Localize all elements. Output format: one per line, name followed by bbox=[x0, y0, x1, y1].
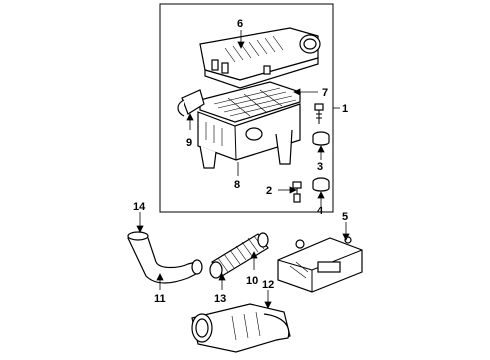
callout-13: 13 bbox=[214, 293, 226, 305]
callout-8: 8 bbox=[234, 179, 240, 191]
air-cleaner-cover bbox=[199, 27, 321, 89]
callout-7: 7 bbox=[322, 87, 328, 99]
inlet-hose bbox=[127, 231, 203, 284]
callout-2: 2 bbox=[266, 185, 272, 197]
callout-12: 12 bbox=[262, 279, 274, 291]
grommet-lower bbox=[312, 177, 330, 192]
corrugated-hose bbox=[209, 232, 269, 279]
leader-lines bbox=[136, 30, 350, 309]
callout-10: 10 bbox=[246, 275, 258, 287]
grommet-upper bbox=[312, 131, 330, 146]
mounting-stud bbox=[292, 181, 302, 203]
callout-9: 9 bbox=[186, 137, 192, 149]
throttle-body-adapter bbox=[191, 303, 291, 353]
callout-5: 5 bbox=[342, 211, 348, 223]
callout-4: 4 bbox=[317, 205, 324, 217]
mounting-bolt bbox=[314, 103, 324, 124]
resonator-bracket bbox=[277, 236, 363, 293]
inlet-duct bbox=[177, 89, 205, 117]
air-filter-element bbox=[199, 81, 301, 123]
callout-11: 11 bbox=[154, 293, 166, 305]
callout-1: 1 bbox=[342, 103, 348, 115]
air-cleaner-housing bbox=[197, 103, 301, 169]
callout-14: 14 bbox=[133, 201, 146, 213]
callout-3: 3 bbox=[317, 161, 323, 173]
callout-6: 6 bbox=[237, 18, 243, 30]
